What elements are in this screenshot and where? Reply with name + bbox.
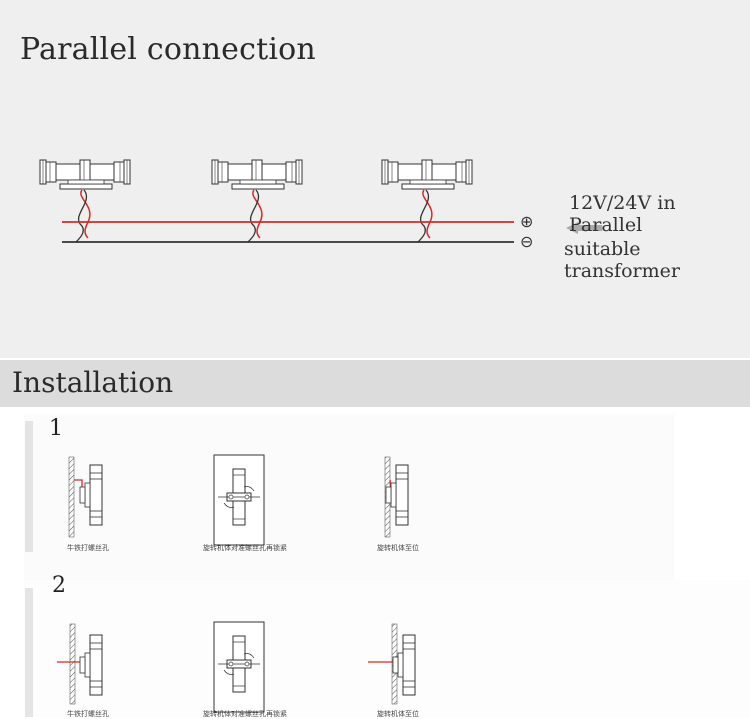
installation-title: Installation — [12, 366, 174, 399]
step-2-caption-c: 旋转机体至位 — [377, 710, 419, 718]
voltage-label: 12V/24V in Parallel — [569, 192, 676, 236]
step-1-caption-b: 旋转机体对准螺丝孔再锁紧 — [203, 544, 287, 552]
installation-header — [0, 360, 750, 407]
step-1-caption-a: 牛铁打螺丝孔 — [67, 544, 109, 552]
step-1-bar — [25, 421, 33, 552]
step-1-caption-c: 旋转机体至位 — [377, 544, 419, 552]
minus-terminal-icon: ⊖ — [520, 232, 533, 251]
lamp-2 — [211, 159, 303, 243]
section-divider — [0, 358, 750, 360]
parallel-connection-title: Parallel connection — [20, 32, 316, 67]
parallel-wiring-diagram: ⊕ ⊖ — [39, 159, 602, 251]
lamp-1 — [39, 159, 131, 243]
step-2-caption-a: 牛铁打螺丝孔 — [67, 710, 109, 718]
transformer-label: suitable transformer — [564, 238, 680, 282]
step-2-number: 2 — [52, 573, 66, 598]
plus-terminal-icon: ⊕ — [520, 212, 533, 231]
lamp-3 — [381, 159, 473, 243]
step-2-panel — [24, 580, 750, 717]
step-2-bar — [25, 588, 33, 717]
step-1-panel — [24, 414, 674, 598]
arrow-left-icon — [566, 222, 602, 234]
step-2-caption-b: 旋转机体对准螺丝孔再锁紧 — [203, 710, 287, 718]
step-1-number: 1 — [49, 416, 63, 441]
